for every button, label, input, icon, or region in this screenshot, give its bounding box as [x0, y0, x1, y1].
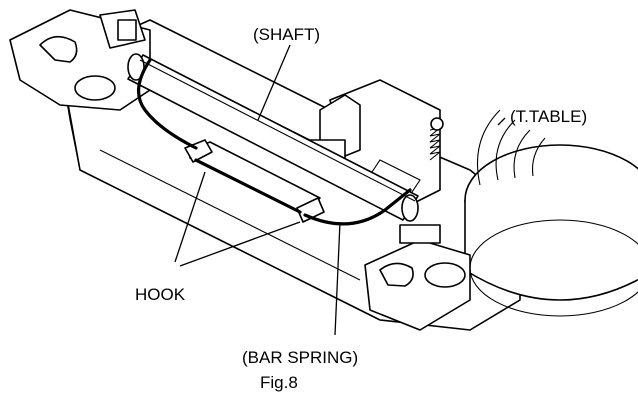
- turntable-label: (T.TABLE): [510, 107, 587, 126]
- hook-leader-upper: [174, 171, 206, 263]
- left-mount-bracket: [9, 9, 151, 111]
- shaft-label: (SHAFT): [253, 25, 320, 44]
- leader-lines: [174, 44, 506, 336]
- shaft: [127, 53, 419, 222]
- shaft-leader: [257, 44, 291, 121]
- bar-spring-label: (BAR SPRING): [242, 348, 358, 367]
- turntable: [464, 109, 638, 317]
- right-mount-bracket: [364, 224, 471, 331]
- hook-label: HOOK: [135, 285, 186, 304]
- figure-caption: Fig.8: [260, 373, 298, 392]
- turntable-leader: [497, 117, 506, 126]
- hook-leader-lower: [179, 221, 301, 267]
- bar-spring: [137, 58, 412, 226]
- bar-spring-leader: [334, 221, 341, 336]
